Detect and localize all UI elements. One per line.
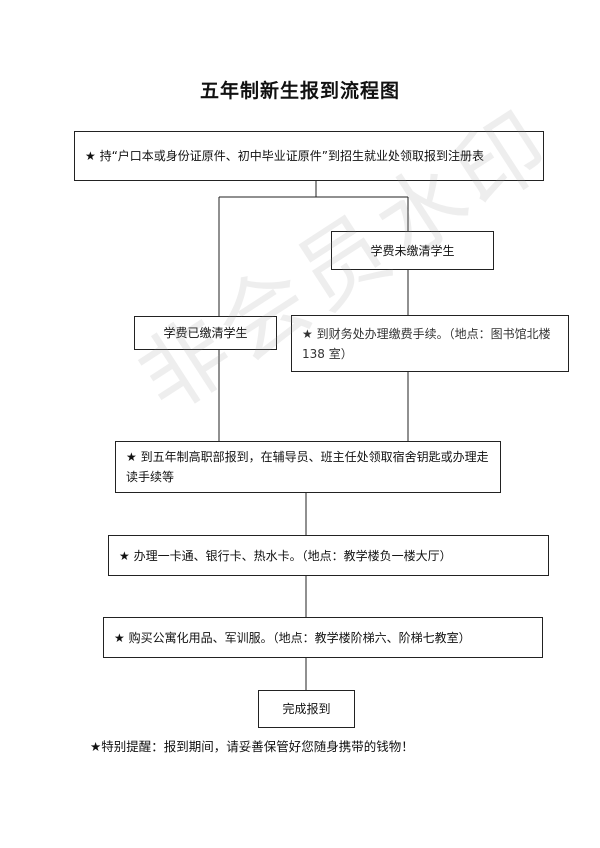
step-text: ★ 购买公寓化用品、军训服。（地点：教学楼阶梯六、阶梯七教室） (114, 630, 471, 645)
step-text: ★ 到财务处办理缴费手续。（地点：图书馆北楼 138 室） (302, 326, 551, 361)
step-fee-paid: 学费已缴清学生 (134, 316, 277, 350)
step-text: 完成报到 (282, 702, 331, 716)
step-pay-fee: ★ 到财务处办理缴费手续。（地点：图书馆北楼 138 室） (291, 315, 569, 372)
special-reminder: ★特别提醒：报到期间，请妥善保管好您随身携带的钱物！ (90, 739, 414, 754)
step-text: 学费未缴清学生 (370, 243, 455, 258)
step-report-dorm: ★ 到五年制高职部报到，在辅导员、班主任处领取宿舍钥匙或办理走读手续等 (115, 441, 501, 493)
step-text: ★ 到五年制高职部报到，在辅导员、班主任处领取宿舍钥匙或办理走读手续等 (126, 450, 489, 484)
step-text: ★ 办理一卡通、银行卡、热水卡。（地点：教学楼负一楼大厅） (119, 548, 452, 563)
step-collect-registration-form: ★ 持“户口本或身份证原件、初中毕业证原件”到招生就业处领取报到注册表 (74, 131, 544, 181)
page-title: 五年制新生报到流程图 (199, 80, 400, 102)
step-done: 完成报到 (258, 690, 355, 728)
step-text: ★ 持“户口本或身份证原件、初中毕业证原件”到招生就业处领取报到注册表 (85, 149, 485, 163)
step-supplies: ★ 购买公寓化用品、军训服。（地点：教学楼阶梯六、阶梯七教室） (103, 617, 543, 658)
step-cards: ★ 办理一卡通、银行卡、热水卡。（地点：教学楼负一楼大厅） (108, 535, 549, 576)
step-text: 学费已缴清学生 (163, 326, 248, 340)
step-fee-unpaid: 学费未缴清学生 (331, 231, 494, 270)
